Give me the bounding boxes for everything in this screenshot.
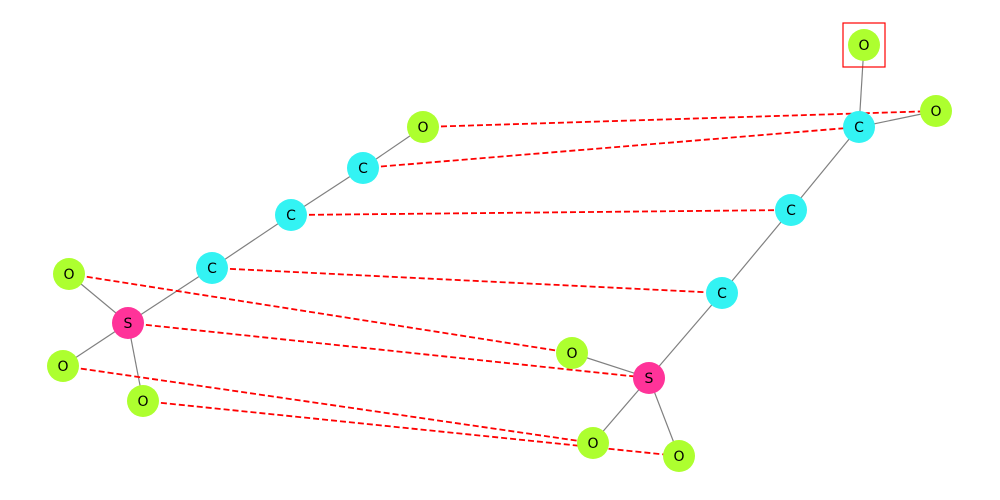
bond-edge bbox=[648, 292, 723, 379]
atom-node-o: O bbox=[47, 350, 79, 382]
atom-label: O bbox=[930, 104, 941, 120]
atom-circle bbox=[663, 440, 695, 472]
bond-edge bbox=[127, 267, 213, 324]
atom-label: C bbox=[286, 208, 296, 224]
atom-node-c: C bbox=[275, 199, 307, 231]
highlight-box bbox=[842, 22, 886, 68]
match-edge bbox=[362, 126, 860, 169]
atom-circle bbox=[577, 427, 609, 459]
atom-node-c: C bbox=[196, 252, 228, 284]
match-edge bbox=[127, 322, 650, 379]
atom-node-o: O bbox=[920, 95, 952, 127]
atom-circle bbox=[775, 194, 807, 226]
atom-circle bbox=[407, 111, 439, 143]
atom-circle bbox=[53, 258, 85, 290]
match-edge bbox=[211, 267, 723, 294]
atom-circle bbox=[347, 152, 379, 184]
atom-label: S bbox=[124, 316, 133, 332]
atom-label: C bbox=[854, 120, 864, 136]
atom-node-c: C bbox=[843, 111, 875, 143]
atom-circle bbox=[47, 350, 79, 382]
atom-label: O bbox=[63, 267, 74, 283]
atom-label: O bbox=[673, 449, 684, 465]
atom-label: C bbox=[358, 161, 368, 177]
atom-circle bbox=[706, 277, 738, 309]
atom-label: O bbox=[587, 436, 598, 452]
atom-label: O bbox=[57, 359, 68, 375]
atom-node-c: C bbox=[347, 152, 379, 184]
atom-label: O bbox=[566, 346, 577, 362]
atom-node-o: O bbox=[663, 440, 695, 472]
atom-circle bbox=[127, 385, 159, 417]
bond-edge bbox=[790, 126, 860, 211]
atom-label: C bbox=[786, 203, 796, 219]
atom-node-c: C bbox=[706, 277, 738, 309]
atom-circle bbox=[556, 337, 588, 369]
bond-edge bbox=[721, 209, 792, 294]
atom-node-o: O bbox=[842, 22, 886, 68]
atom-label: O bbox=[137, 394, 148, 410]
atom-circle bbox=[843, 111, 875, 143]
match-edge bbox=[62, 365, 594, 444]
atom-label: C bbox=[207, 261, 217, 277]
bond-layer bbox=[62, 44, 937, 457]
atom-circle bbox=[196, 252, 228, 284]
atom-circle bbox=[920, 95, 952, 127]
atom-node-s: S bbox=[633, 362, 665, 394]
atom-label: C bbox=[717, 286, 727, 302]
atom-circle bbox=[112, 307, 144, 339]
atom-circle bbox=[633, 362, 665, 394]
node-layer: S C C C O O O O S C C C O O O O O bbox=[47, 22, 952, 472]
atom-label: S bbox=[645, 371, 654, 387]
atom-node-o: O bbox=[556, 337, 588, 369]
match-layer bbox=[62, 110, 937, 457]
atom-node-s: S bbox=[112, 307, 144, 339]
atom-node-o: O bbox=[407, 111, 439, 143]
atom-label: O bbox=[417, 120, 428, 136]
match-edge bbox=[68, 273, 573, 354]
atom-node-o: O bbox=[127, 385, 159, 417]
atom-node-c: C bbox=[775, 194, 807, 226]
atom-node-o: O bbox=[577, 427, 609, 459]
atom-label: O bbox=[858, 38, 869, 54]
match-edge bbox=[290, 209, 792, 216]
atom-circle bbox=[848, 29, 880, 61]
atom-circle bbox=[275, 199, 307, 231]
atom-node-o: O bbox=[53, 258, 85, 290]
